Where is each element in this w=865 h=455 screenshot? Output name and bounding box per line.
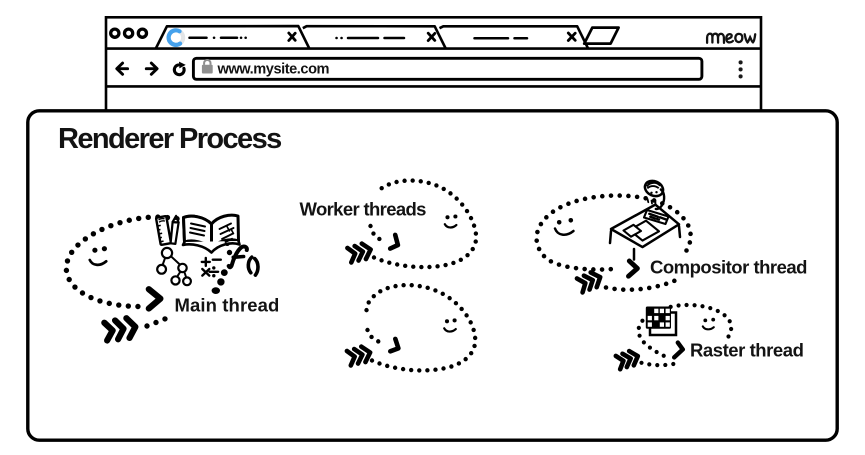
svg-text:www.mysite.com: www.mysite.com — [217, 61, 330, 77]
svg-text:Renderer Process: Renderer Process — [58, 123, 281, 155]
svg-text:Worker threads: Worker threads — [300, 199, 427, 220]
svg-text:Raster thread: Raster thread — [690, 340, 804, 361]
svg-text:Compositor thread: Compositor thread — [650, 257, 807, 278]
svg-text:Main thread: Main thread — [175, 295, 280, 316]
